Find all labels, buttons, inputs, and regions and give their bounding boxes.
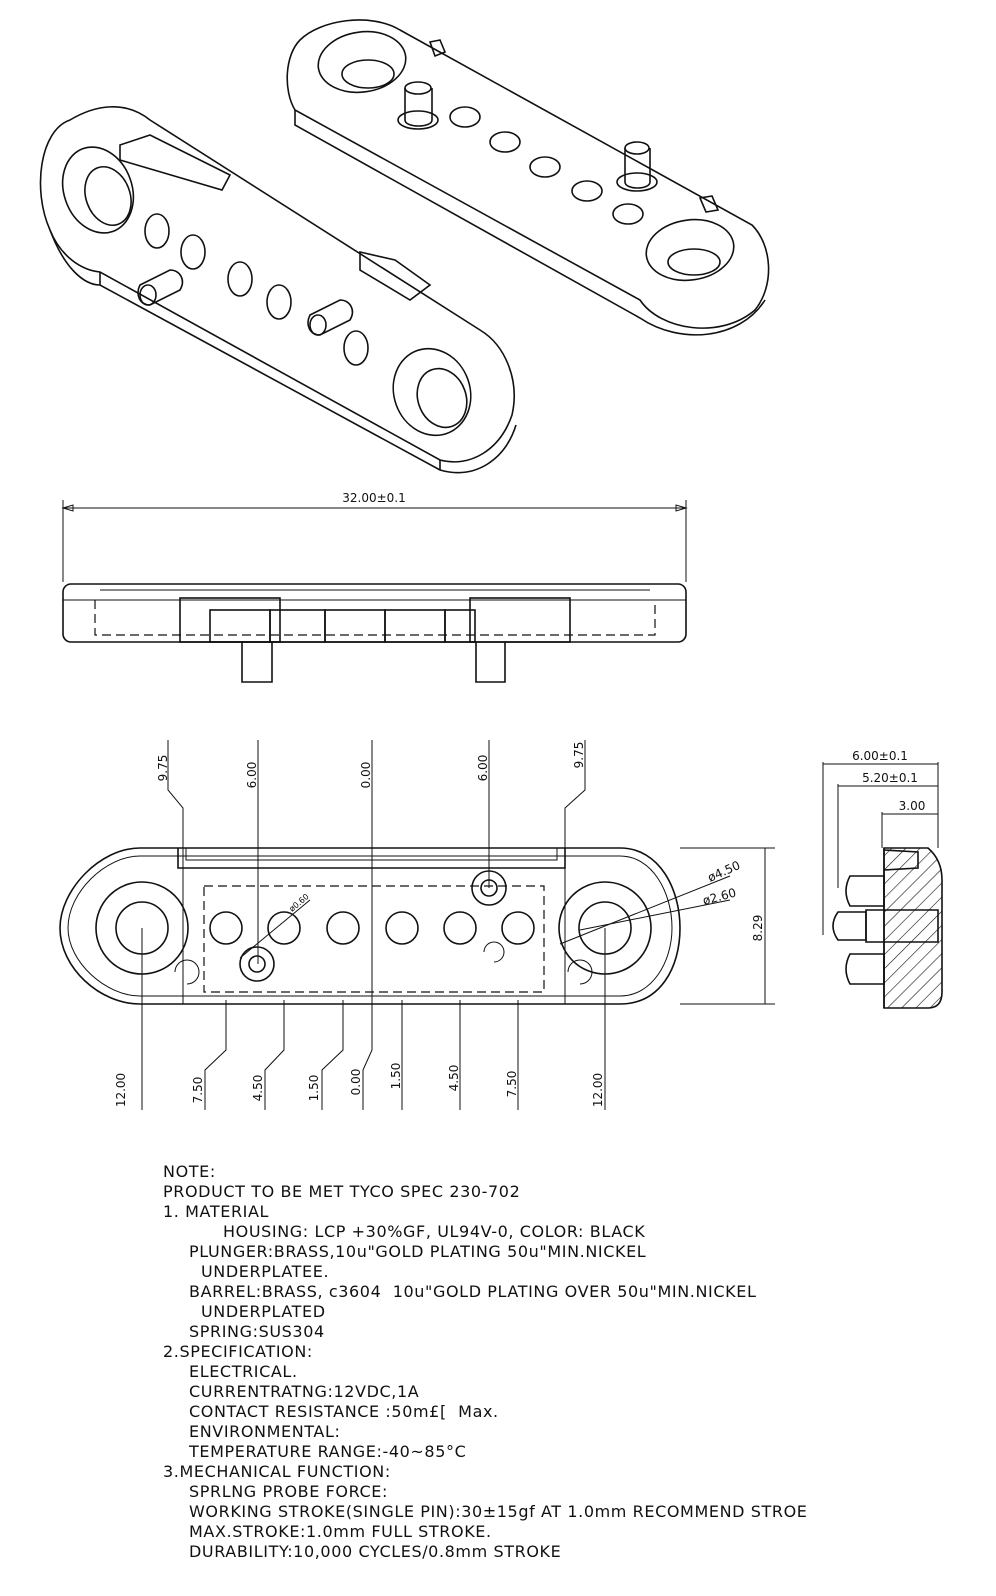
top-view xyxy=(59,740,775,1110)
notes-spec: PRODUCT TO BE MET TYCO SPEC 230-702 xyxy=(163,1182,521,1201)
material-housing: HOUSING: LCP +30%GF, UL94V-0, COLOR: BLA… xyxy=(223,1222,646,1241)
spec-current: CURRENTRATNG:12VDC,1A xyxy=(189,1382,420,1401)
notes-block: NOTE: PRODUCT TO BE MET TYCO SPEC 230-70… xyxy=(163,1162,963,1562)
dim-bottom-6: 4.50 xyxy=(447,1065,461,1092)
spec-temperature: TEMPERATURE RANGE:-40~85°C xyxy=(189,1442,467,1461)
material-plunger-cont: UNDERPLATEE. xyxy=(201,1262,330,1281)
dim-bottom-3: 1.50 xyxy=(307,1075,321,1102)
dim-bottom-0: 12.00 xyxy=(114,1073,128,1107)
material-barrel-cont: UNDERPLATED xyxy=(201,1302,326,1321)
dim-bottom-8: 12.00 xyxy=(591,1073,605,1107)
dim-side-total: 6.00±0.1 xyxy=(852,749,908,763)
material-barrel: BARREL:BRASS, c3604 10u"GOLD PLATING OVE… xyxy=(189,1282,757,1301)
dim-bottom-4: 0.00 xyxy=(349,1069,363,1096)
dim-bottom-2: 4.50 xyxy=(251,1075,265,1102)
dim-height: 8.29 xyxy=(751,915,765,942)
material-spring: SPRING:SUS304 xyxy=(189,1322,325,1341)
dim-side-pin: 3.00 xyxy=(899,799,926,813)
overall-length-dim: 32.00±0.1 xyxy=(342,491,406,505)
notes-heading: NOTE: xyxy=(163,1162,216,1181)
front-view xyxy=(61,500,688,683)
mech-max-stroke: MAX.STROKE:1.0mm FULL STROKE. xyxy=(189,1522,492,1541)
dim-side-body: 5.20±0.1 xyxy=(862,771,918,785)
mech-force: SPRLNG PROBE FORCE: xyxy=(189,1482,389,1501)
side-view xyxy=(822,762,943,1009)
technical-drawing: 32.00±0.1 xyxy=(39,19,943,1110)
spec-resistance: CONTACT RESISTANCE :50m£[ Max. xyxy=(189,1402,499,1421)
dim-bottom-7: 7.50 xyxy=(505,1071,519,1098)
material-plunger: PLUNGER:BRASS,10u"GOLD PLATING 50u"MIN.N… xyxy=(189,1242,647,1261)
dim-hole-inner: ø2.60 xyxy=(701,886,738,908)
mech-heading: 3.MECHANICAL FUNCTION: xyxy=(163,1462,391,1481)
spec-heading: 2.SPECIFICATION: xyxy=(163,1342,313,1361)
dim-bottom-1: 7.50 xyxy=(191,1077,205,1104)
dim-hole-outer: ø4.50 xyxy=(706,858,743,885)
material-heading: 1. MATERIAL xyxy=(163,1202,270,1221)
mech-durability: DURABILITY:10,000 CYCLES/0.8mm STROKE xyxy=(189,1542,562,1561)
dim-bottom-5: 1.50 xyxy=(389,1063,403,1090)
dim-top-left-6-00: 6.00 xyxy=(245,762,259,789)
dim-top-center-0-00: 0.00 xyxy=(359,762,373,789)
mech-working: WORKING STROKE(SINGLE PIN):30±15gf AT 1.… xyxy=(189,1502,808,1521)
dim-top-left-9-75: 9.75 xyxy=(156,755,170,782)
dim-top-right-9-75: 9.75 xyxy=(572,742,586,769)
spec-electrical: ELECTRICAL. xyxy=(189,1362,298,1381)
spec-environmental: ENVIRONMENTAL: xyxy=(189,1422,341,1441)
dim-top-right-6-00: 6.00 xyxy=(476,755,490,782)
isometric-view-right xyxy=(286,19,770,336)
isometric-view-left xyxy=(39,106,517,474)
